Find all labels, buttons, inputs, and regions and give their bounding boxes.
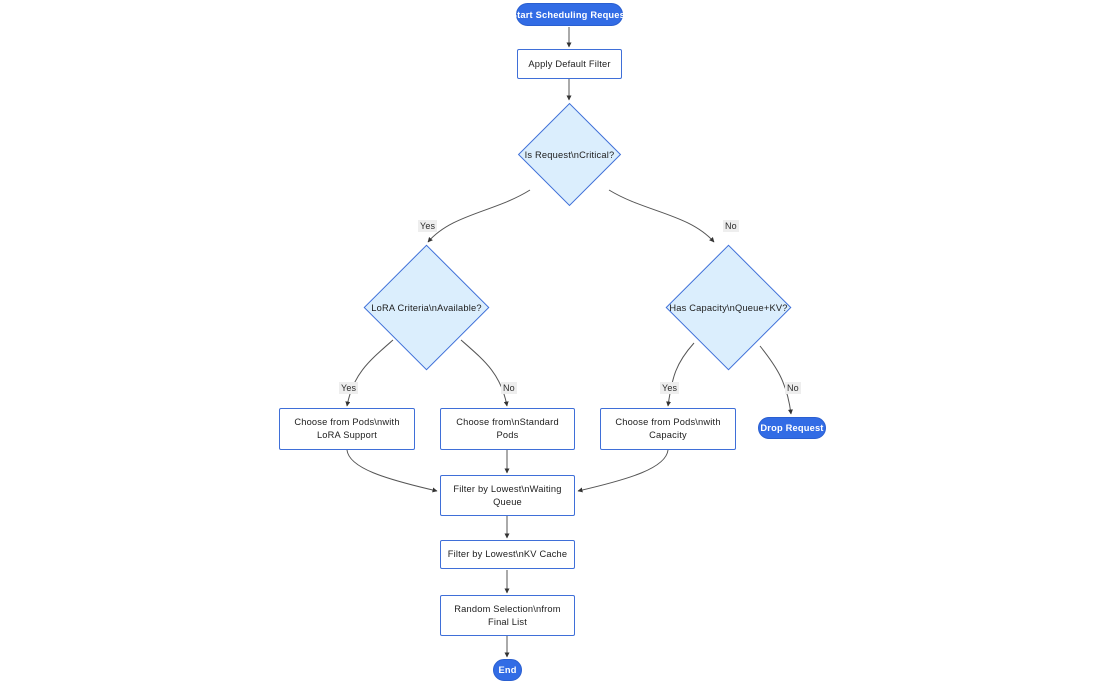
node-filter-waiting-queue-label: Filter by Lowest\nWaiting Queue [453,483,562,507]
node-start[interactable]: Start Scheduling Request [511,3,628,26]
edge-critical-yes-to-lora [427,189,531,243]
edge-label-capacity-yes: Yes [660,382,680,394]
node-lora-criteria-available[interactable]: LoRA Criteria\nAvailable? [363,244,490,371]
edge-label-lora-yes: Yes [339,382,359,394]
node-choose-lora-pods[interactable]: Choose from Pods\nwith LoRA Support [279,408,415,450]
node-apply-default-filter[interactable]: Apply Default Filter [517,49,622,79]
node-start-label: Start Scheduling Request [510,9,629,20]
edge-critical-no-to-capacity [608,189,715,243]
node-lora-criteria-available-label: LoRA Criteria\nAvailable? [371,302,482,313]
node-end-label: End [498,665,517,675]
edge-label-lora-no: No [501,382,517,394]
node-drop-request[interactable]: Drop Request [758,417,826,439]
edge-lora-pods-to-waiting-queue [346,449,438,493]
edge-capacity-no-to-drop [759,345,793,415]
node-drop-request-label: Drop Request [760,423,824,433]
node-choose-standard-pods-label: Choose from\nStandard Pods [456,417,559,440]
edge-label-capacity-no: No [785,382,801,394]
node-random-selection[interactable]: Random Selection\nfrom Final List [440,595,575,636]
node-filter-kv-cache[interactable]: Filter by Lowest\nKV Cache [440,540,575,569]
node-end[interactable]: End [493,659,522,681]
edge-capacity-yes-to-capacity-pods [666,342,695,407]
node-filter-waiting-queue[interactable]: Filter by Lowest\nWaiting Queue [440,475,575,516]
node-has-capacity-label: Has Capacity\nQueue+KV? [669,302,788,313]
node-has-capacity[interactable]: Has Capacity\nQueue+KV? [665,244,792,371]
node-random-selection-label: Random Selection\nfrom Final List [454,603,561,627]
edge-capacity-pods-to-waiting-queue [577,449,669,493]
node-choose-capacity-pods[interactable]: Choose from Pods\nwith Capacity [600,408,736,450]
node-is-request-critical[interactable]: Is Request\nCritical? [517,102,622,207]
node-is-request-critical-label: Is Request\nCritical? [524,149,615,160]
node-choose-lora-pods-label: Choose from Pods\nwith LoRA Support [294,417,400,440]
edge-label-critical-yes: Yes [418,220,438,232]
node-choose-capacity-pods-label: Choose from Pods\nwith Capacity [615,417,721,440]
edge-label-critical-no: No [723,220,739,232]
node-choose-standard-pods[interactable]: Choose from\nStandard Pods [440,408,575,450]
node-filter-kv-cache-label: Filter by Lowest\nKV Cache [447,549,568,559]
node-apply-default-filter-label: Apply Default Filter [528,58,611,69]
